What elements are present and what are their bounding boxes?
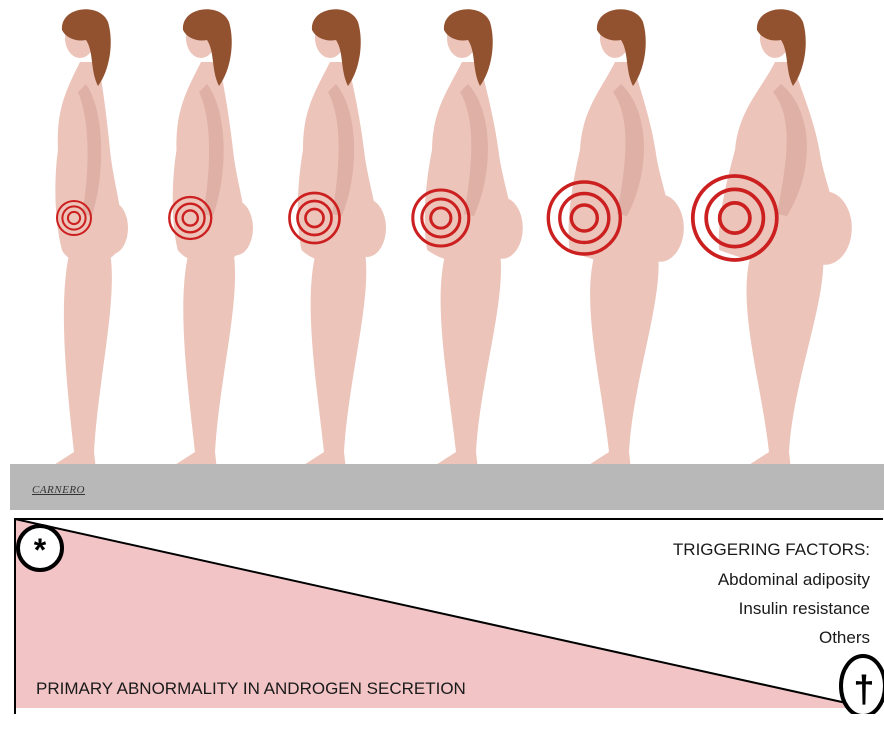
triggering-factor-item: Others: [819, 628, 870, 648]
triggering-factor-item: Insulin resistance: [739, 599, 870, 619]
figure-sequence: CARNERO: [0, 0, 884, 515]
buttock: [636, 194, 684, 262]
buttock: [481, 197, 523, 259]
woman-figure-4: [413, 9, 523, 470]
woman-figure-3: [290, 9, 387, 470]
asterisk-icon: *: [22, 530, 58, 566]
legs: [428, 250, 501, 470]
legs: [741, 250, 823, 470]
buttock: [218, 201, 253, 256]
buttock: [798, 191, 852, 265]
woman-figure-1: [46, 9, 128, 470]
primary-abnormality-label: PRIMARY ABNORMALITY IN ANDROGEN SECRETIO…: [36, 679, 466, 699]
legs: [167, 250, 235, 470]
triggering-factors-title: TRIGGERING FACTORS:: [673, 540, 870, 560]
dagger-icon: †: [844, 666, 884, 714]
woman-figure-6: [693, 9, 852, 470]
woman-figure-2: [167, 9, 253, 470]
legs: [46, 250, 112, 470]
women-silhouettes: [0, 0, 884, 515]
buttock: [96, 202, 128, 254]
ground-floor: [10, 464, 884, 510]
artist-signature: CARNERO: [32, 484, 85, 496]
legs: [296, 250, 366, 470]
woman-figure-5: [548, 9, 684, 470]
triggering-factor-item: Abdominal adiposity: [718, 570, 870, 590]
legs: [581, 250, 659, 470]
buttock: [348, 199, 386, 257]
pathogenesis-panel: * † TRIGGERING FACTORS: Abdominal adipos…: [14, 518, 884, 714]
